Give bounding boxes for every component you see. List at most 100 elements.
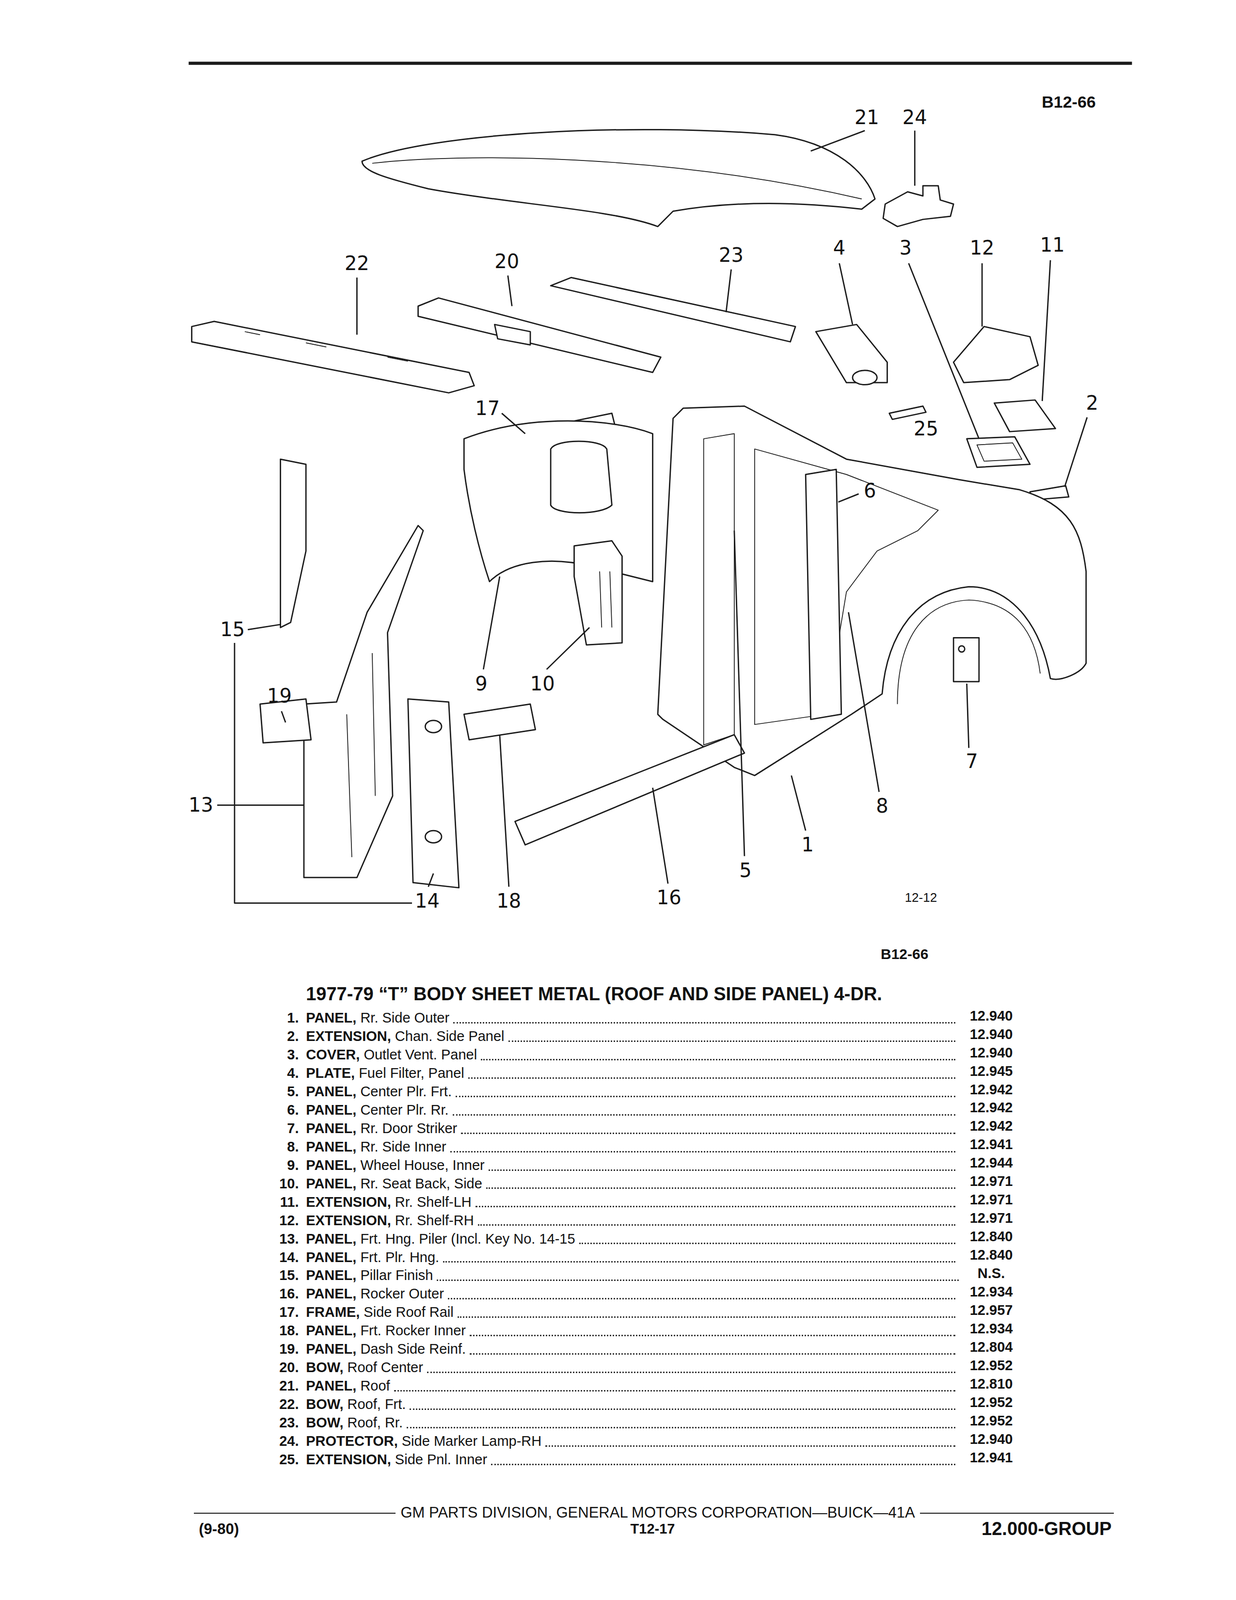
callout-number: 5	[739, 859, 752, 881]
front-roof-bow	[191, 321, 475, 393]
dot-leader	[469, 1334, 956, 1336]
key-number: 14.	[279, 1249, 299, 1266]
leader-line	[839, 263, 853, 325]
callout-number: 18	[496, 889, 522, 912]
leader-line	[726, 269, 732, 313]
part-noun: COVER,	[305, 1046, 360, 1063]
fuel-filter-plate	[815, 324, 888, 383]
part-description: Rr. Side Inner	[360, 1139, 446, 1155]
group-number: 12.940	[969, 1045, 1014, 1061]
part-noun: PANEL,	[305, 1341, 357, 1357]
part-noun: EXTENSION,	[305, 1451, 392, 1468]
part-description: Rr. Door Striker	[360, 1120, 458, 1137]
callout-number: 2	[1086, 392, 1099, 414]
part-description: Frt. Hng. Piler (Incl. Key No. 14-15	[360, 1231, 575, 1247]
group-number: N.S.	[977, 1265, 1005, 1282]
group-number: 12.840	[969, 1247, 1014, 1263]
dot-leader	[579, 1242, 956, 1244]
group-number: 12.942	[969, 1081, 1014, 1098]
key-number: 20.	[279, 1359, 299, 1376]
leader-lines	[217, 130, 1088, 903]
part-description: Rr. Shelf-RH	[395, 1212, 475, 1229]
outlet-vent-cover	[966, 436, 1030, 468]
part-description: Center Plr. Rr.	[360, 1102, 449, 1118]
part-description: Side Marker Lamp-RH	[401, 1433, 542, 1449]
shock-tower	[550, 441, 612, 513]
part-noun: EXTENSION,	[305, 1212, 392, 1229]
dot-leader	[455, 1095, 956, 1097]
dot-leader	[486, 1187, 956, 1189]
dot-leader	[409, 1408, 955, 1410]
callout-number: 25	[913, 417, 939, 440]
bow-holes	[244, 331, 409, 362]
key-number: 4.	[286, 1065, 299, 1081]
part-description: Side Pnl. Inner	[395, 1451, 488, 1468]
callout-number: 3	[899, 237, 912, 259]
dot-leader	[475, 1205, 956, 1207]
inner-wheel-house	[463, 420, 653, 582]
key-number: 19.	[279, 1341, 299, 1357]
callout-number: 1	[801, 833, 814, 856]
dot-leader	[406, 1426, 956, 1428]
leader-line	[791, 775, 806, 831]
group-number: 12.957	[969, 1302, 1014, 1318]
leader-line	[652, 787, 669, 884]
part-noun: PANEL,	[305, 1322, 357, 1339]
leader-line	[217, 804, 304, 806]
group-number: 12.971	[969, 1191, 1014, 1208]
callout-number: 17	[475, 397, 500, 419]
hinge-pillar-ribs	[346, 652, 376, 857]
key-number: 2.	[286, 1028, 299, 1045]
top-rule	[188, 61, 1132, 65]
group-number: 12.971	[969, 1173, 1014, 1189]
body-side-panel	[657, 406, 1087, 776]
part-description: Roof Center	[347, 1359, 424, 1376]
part-description: Rr. Shelf-LH	[395, 1194, 472, 1210]
key-number: 5.	[286, 1083, 299, 1100]
key-number: 16.	[279, 1285, 299, 1302]
group-number: 12.810	[969, 1376, 1014, 1392]
leader-line	[247, 624, 281, 630]
leader-line	[546, 627, 590, 669]
dot-leader	[469, 1352, 956, 1355]
leader-line	[499, 734, 509, 887]
key-number: 6.	[286, 1102, 299, 1118]
front-pillar-hinge-panel	[408, 698, 460, 888]
dot-leader	[427, 1371, 956, 1373]
dot-leader	[477, 1223, 956, 1226]
dot-leader	[480, 1058, 956, 1061]
table-title: 1977-79 “T” BODY SHEET METAL (ROOF AND S…	[305, 983, 883, 1005]
part-description: Center Plr. Frt.	[360, 1083, 452, 1100]
key-number: 17.	[279, 1304, 299, 1320]
part-noun: BOW,	[305, 1396, 344, 1412]
leader-line	[914, 130, 916, 186]
wheel-arch	[897, 600, 1041, 705]
part-noun: EXTENSION,	[305, 1194, 392, 1210]
dot-leader	[450, 1150, 956, 1153]
part-noun: PROTECTOR,	[305, 1433, 398, 1449]
callout-number: 8	[875, 794, 888, 817]
part-description: Frt. Plr. Hng.	[360, 1249, 440, 1266]
callout-number: 14	[414, 889, 440, 912]
footer-rule	[193, 1512, 397, 1514]
leader-line	[507, 275, 512, 306]
callout-number: 21	[854, 106, 880, 128]
striker-hole	[958, 645, 966, 652]
group-number: 12.952	[969, 1357, 1014, 1374]
shelf-extension-lh	[994, 399, 1056, 432]
part-noun: PANEL,	[305, 1249, 357, 1266]
part-description: Outlet Vent. Panel	[363, 1046, 477, 1063]
key-number: 15.	[279, 1267, 299, 1284]
front-door-opening	[703, 433, 735, 745]
key-number: 18.	[279, 1322, 299, 1339]
part-noun: PANEL,	[305, 1139, 357, 1155]
group-number: 12.952	[969, 1412, 1014, 1429]
part-description: Wheel House, Inner	[360, 1157, 485, 1173]
dot-leader	[491, 1463, 956, 1465]
filter-hole	[852, 370, 877, 385]
dot-leader	[447, 1297, 956, 1300]
key-number: 24.	[279, 1433, 299, 1449]
dot-leader	[443, 1260, 956, 1263]
leader-line	[356, 277, 358, 335]
